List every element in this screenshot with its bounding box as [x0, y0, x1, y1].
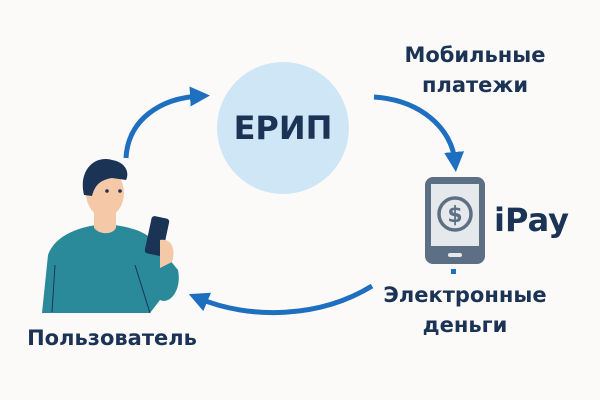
- mobile-payments-line2: платежи: [421, 73, 529, 97]
- user-illustration: [42, 159, 179, 314]
- mobile-payments-label: Мобильные платежи: [385, 40, 565, 100]
- arrow-erip-to-ipay: [373, 94, 465, 172]
- electronic-money-label: Электронные деньги: [375, 280, 555, 340]
- arrow-ipay-to-user: [188, 283, 374, 316]
- phone-icon: $: [425, 177, 485, 274]
- ipay-label: iPay: [494, 201, 570, 239]
- electronic-money-line2: деньги: [422, 313, 508, 337]
- svg-text:$: $: [447, 203, 462, 228]
- dollar-coin-icon: [437, 196, 473, 232]
- user-label: Пользователь: [27, 326, 197, 350]
- erip-label: ЕРИП: [233, 109, 333, 147]
- mobile-payments-line1: Мобильные: [404, 43, 546, 67]
- arrow-user-to-erip: [123, 86, 210, 159]
- erip-circle: [217, 62, 349, 194]
- electronic-money-line1: Электронные: [383, 283, 547, 307]
